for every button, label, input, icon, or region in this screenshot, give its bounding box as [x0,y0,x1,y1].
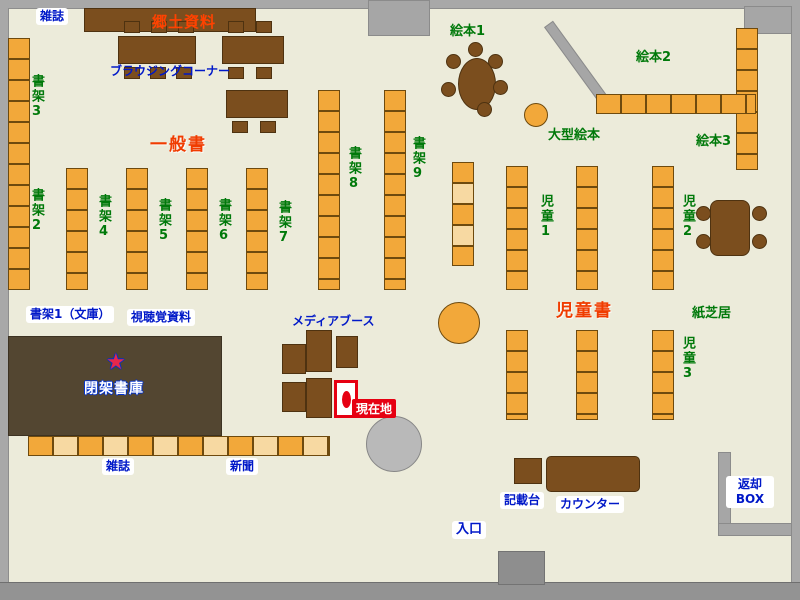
top-pillar-wall [368,0,430,36]
chair [752,206,767,221]
return-box-label: 返却 BOX [726,476,774,508]
counter-label: カウンター [556,496,625,513]
return-box-label-line1: 返却 [737,477,762,491]
chair [228,21,244,33]
browsing-table [222,36,284,64]
children-2-shelf [652,166,674,290]
local-history-shelf [84,8,256,32]
media-booth-label: メディアブース [292,314,375,328]
picture-books-2-label: 絵本2 [636,50,672,65]
chair [493,80,508,95]
large-picture-books-stand [524,103,548,127]
chair [232,121,248,133]
return-box-label-line2: BOX [735,492,765,506]
audiovisual-label: 視聴覚資料 [127,309,196,326]
large-picture-books-label: 大型絵本 [548,128,601,143]
children-1-label: 児童1 [538,194,553,241]
media-booth [306,330,332,372]
chair [477,102,492,117]
magazines-top-label: 雑誌 [36,8,69,25]
shelf-9-unit [384,90,406,290]
bottom-wall-band [0,582,800,600]
center-low-shelf [452,162,474,266]
closed-stacks-label: 閉架書庫 [84,381,144,397]
chair [446,54,461,69]
chair [151,21,167,33]
chair [124,21,140,33]
shelf-9-label: 書架9 [410,136,425,183]
writing-desk-label: 記載台 [500,492,545,509]
newspapers-label: 新聞 [226,458,259,475]
shelf-5-unit [126,168,148,290]
star-icon: ★ [106,350,126,375]
chair [752,234,767,249]
counter-desk [546,456,640,492]
chair [176,67,192,79]
chair [178,21,194,33]
chair [696,234,711,249]
chair [256,21,272,33]
browsing-table [118,36,196,64]
shelf-6-label: 書架6 [216,198,231,245]
chair [124,67,140,79]
picture-books-2-shelf [596,94,756,114]
chair [488,54,503,69]
chair [468,42,483,57]
entrance-structure [498,551,545,585]
kamishibai-label: 紙芝居 [692,306,732,321]
shelf-4-label: 書架4 [96,194,111,241]
left-wall-shelf [8,38,30,290]
children-3-shelf-c [652,330,674,420]
current-location-dot [342,391,351,408]
children-3-shelf-a [506,330,528,420]
media-booth [306,378,332,418]
browsing-table [226,90,288,118]
shelf-4-unit [66,168,88,290]
chair [150,67,166,79]
children-reading-table [710,200,750,256]
shelf-1-bunko-label: 書架1（文庫） [26,306,115,323]
chair [228,67,244,79]
shelf-2-label: 書架2 [29,188,44,235]
shelf-7-label: 書架7 [276,200,291,247]
media-booth [282,344,306,374]
chair [441,82,456,97]
return-room-wall-horizontal [718,523,792,536]
shelf-3-label: 書架3 [29,74,44,121]
shelf-8-unit [318,90,340,290]
picture-books-3-label: 絵本3 [696,134,732,149]
chair [260,121,276,133]
children-1-shelf-b [576,166,598,290]
picture-books-1-label: 絵本1 [450,24,486,39]
browsing-corner-label: ブラウジングコーナー [110,64,231,78]
closed-stacks-area [8,336,222,436]
magazine-newspaper-shelf [28,436,330,456]
children-3-label: 児童3 [680,336,695,383]
entrance-label: 入口 [452,521,487,540]
children-2-label: 児童2 [680,194,695,241]
magazines-bottom-label: 雑誌 [102,458,135,475]
shelf-6-unit [186,168,208,290]
children-books-label: 児童書 [556,301,613,321]
children-3-shelf-b [576,330,598,420]
chair [256,67,272,79]
round-reading-table [438,302,480,344]
you-are-here-label: 現在地 [352,399,397,418]
shelf-5-label: 書架5 [156,198,171,245]
round-pillar [366,416,422,472]
writing-desk [514,458,542,484]
local-history-label: 郷土資料 [152,13,217,31]
general-books-label: 一般書 [150,135,207,155]
media-booth [336,336,358,368]
chair [696,206,711,221]
media-booth [282,382,306,412]
shelf-7-unit [246,168,268,290]
shelf-8-label: 書架8 [346,146,361,193]
children-1-shelf-a [506,166,528,290]
